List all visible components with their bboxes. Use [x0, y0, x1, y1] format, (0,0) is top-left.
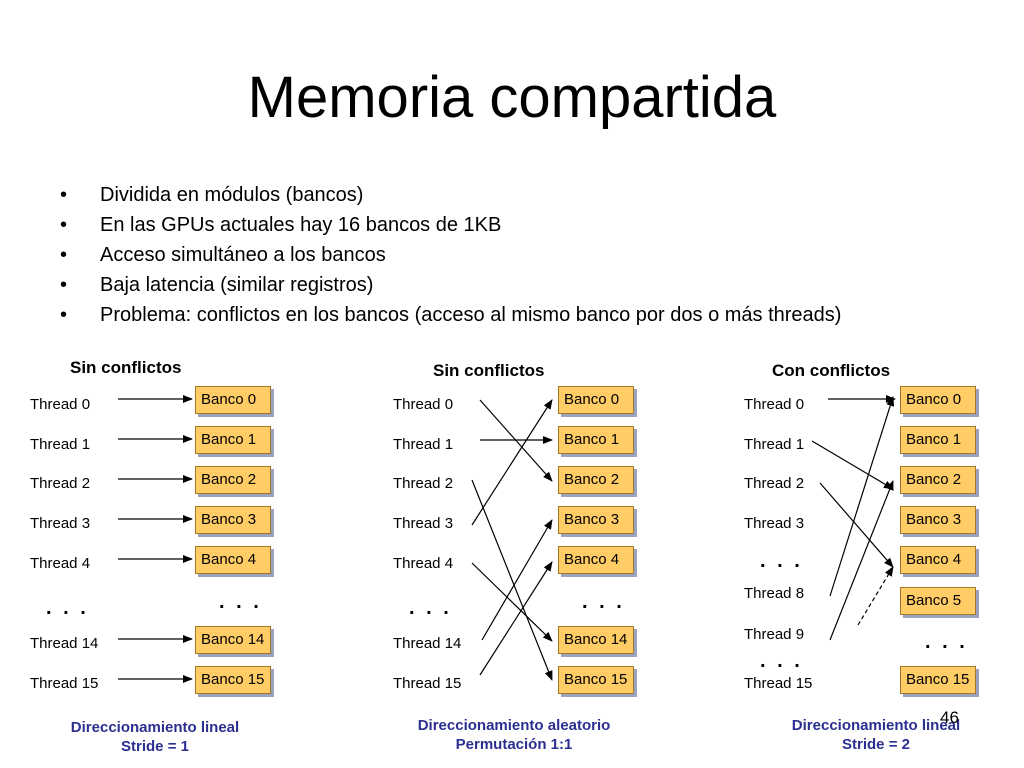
memory-bank: Banco 4 [900, 546, 976, 574]
thread-label: Thread 15 [744, 675, 813, 692]
bullet-marker: • [60, 214, 68, 236]
memory-bank: Banco 0 [900, 386, 976, 414]
caption-line: Direccionamiento aleatorio [417, 717, 611, 734]
memory-bank: Banco 1 [558, 426, 634, 454]
bullet-text: Problema: conflictos en los bancos (acce… [100, 304, 842, 326]
arrow [829, 396, 895, 597]
memory-bank: Banco 5 [900, 587, 976, 615]
memory-bank: Banco 4 [558, 546, 634, 574]
thread-label: Thread 1 [30, 436, 91, 453]
panel-stride2-arrows [811, 395, 896, 641]
bullet-item: • Dividida en módulos (bancos) [60, 180, 841, 210]
caption-line: Direccionamiento lineal [791, 717, 961, 734]
memory-bank: Banco 15 [195, 666, 271, 694]
memory-bank: Banco 4 [195, 546, 271, 574]
thread-label: Thread 14 [30, 635, 99, 652]
bullet-item: • Problema: conflictos en los bancos (acc… [60, 300, 841, 330]
memory-bank: Banco 3 [900, 506, 976, 534]
arrow [481, 519, 553, 641]
ellipsis: . . . [46, 597, 89, 619]
ellipsis: . . . [582, 591, 625, 613]
ellipsis: . . . [409, 597, 452, 619]
thread-label: Thread 1 [393, 436, 454, 453]
bullet-item: • Acceso simultáneo a los bancos [60, 240, 841, 270]
bullet-text: Acceso simultáneo a los bancos [100, 244, 386, 266]
thread-label: Thread 2 [744, 475, 805, 492]
bullet-list: • Dividida en módulos (bancos) • En las GP… [60, 180, 841, 330]
caption-line: Permutación 1:1 [455, 736, 573, 753]
thread-label: Thread 15 [30, 675, 99, 692]
thread-label: Thread 0 [393, 396, 454, 413]
dashed-arrow [857, 566, 894, 626]
caption-line: Stride = 2 [842, 736, 910, 753]
bullet-text: Dividida en módulos (bancos) [100, 184, 364, 206]
memory-bank: Banco 1 [900, 426, 976, 454]
caption-stride2: Direccionamiento lineal Stride = 2 [746, 716, 1006, 754]
thread-label: Thread 4 [30, 555, 91, 572]
ellipsis: . . . [760, 550, 803, 572]
bullet-marker: • [60, 274, 68, 296]
panel-title-linear: Sin conflictos [70, 358, 182, 377]
page-number: 46 [940, 708, 959, 727]
thread-label: Thread 3 [30, 515, 91, 532]
bullet-text: En las GPUs actuales hay 16 bancos de 1K… [100, 214, 502, 236]
slide-title: Memoria compartida [247, 65, 777, 130]
arrow [479, 561, 553, 676]
panel-title-stride2: Con conflictos [772, 361, 891, 380]
thread-label: Thread 0 [744, 396, 805, 413]
memory-bank: Banco 15 [900, 666, 976, 694]
ellipsis: . . . [760, 650, 803, 672]
memory-bank: Banco 2 [195, 466, 271, 494]
ellipsis: . . . [219, 591, 262, 613]
caption-line: Stride = 1 [121, 738, 189, 755]
memory-bank: Banco 2 [900, 466, 976, 494]
arrow [471, 479, 553, 681]
arrow [471, 399, 553, 526]
memory-bank: Banco 3 [558, 506, 634, 534]
bullet-marker: • [60, 244, 68, 266]
arrow [471, 562, 553, 642]
thread-label: Thread 14 [393, 635, 462, 652]
thread-label: Thread 9 [744, 626, 805, 643]
bullet-marker: • [60, 304, 68, 326]
memory-bank: Banco 15 [558, 666, 634, 694]
thread-label: Thread 2 [393, 475, 454, 492]
panel-linear-arrows [118, 395, 193, 683]
thread-label: Thread 8 [744, 585, 805, 602]
panel-random-arrows [471, 399, 553, 681]
ellipsis: . . . [925, 631, 968, 653]
thread-label: Thread 4 [393, 555, 454, 572]
thread-label: Thread 15 [393, 675, 462, 692]
bullet-marker: • [60, 184, 68, 206]
arrow [819, 482, 894, 568]
memory-bank: Banco 0 [558, 386, 634, 414]
caption-random: Direccionamiento aleatorio Permutación 1… [384, 716, 644, 754]
thread-label: Thread 3 [393, 515, 454, 532]
arrow [811, 440, 894, 490]
memory-bank: Banco 14 [558, 626, 634, 654]
arrow [829, 480, 894, 641]
bullet-item: • En las GPUs actuales hay 16 bancos de 1… [60, 210, 841, 240]
thread-label: Thread 3 [744, 515, 805, 532]
panel-title-random: Sin conflictos [433, 361, 545, 380]
bullet-text: Baja latencia (similar registros) [100, 274, 374, 296]
thread-label: Thread 2 [30, 475, 91, 492]
memory-bank: Banco 14 [195, 626, 271, 654]
caption-linear: Direccionamiento lineal Stride = 1 [25, 718, 285, 756]
bullet-item: • Baja latencia (similar registros) [60, 270, 841, 300]
thread-label: Thread 1 [744, 436, 805, 453]
caption-line: Direccionamiento lineal [70, 719, 240, 736]
memory-bank: Banco 0 [195, 386, 271, 414]
memory-bank: Banco 1 [195, 426, 271, 454]
memory-bank: Banco 2 [558, 466, 634, 494]
thread-label: Thread 0 [30, 396, 91, 413]
memory-bank: Banco 3 [195, 506, 271, 534]
